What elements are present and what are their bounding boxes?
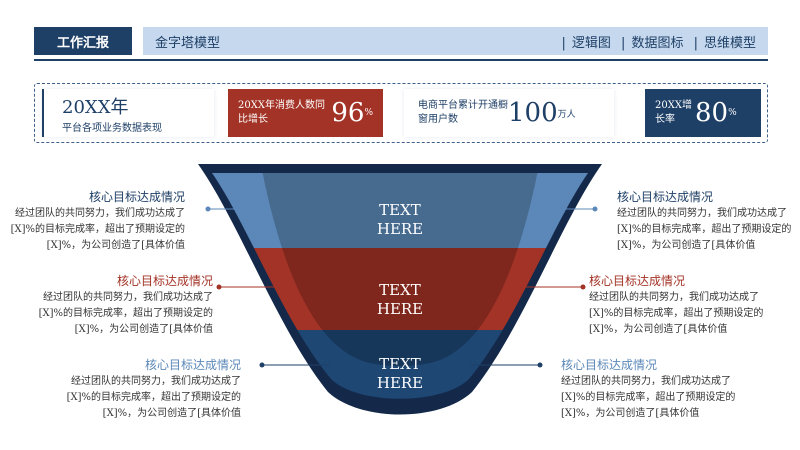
divider: [34, 59, 768, 61]
item-title: 核心目标达成情况: [561, 358, 658, 372]
nav-logic[interactable]: 逻辑图: [571, 35, 611, 51]
stat-value: 80: [695, 98, 729, 128]
stat-label: 20XX增长率: [655, 100, 692, 125]
item-line: 经过团队的共同努力，我们成功达成了: [43, 292, 213, 303]
item-line: [X]%的目标完成率，超出了预期设定的: [38, 308, 213, 319]
right-item-2: 核心目标达成情况 经过团队的共同努力，我们成功达成了 [X]%的目标完成率，超出了…: [589, 272, 789, 338]
layer-top-outer: [212, 173, 588, 248]
stat-card-growth: 20XX增长率 80%: [645, 89, 761, 137]
item-line: [X]%，为公司创造了[具体价值: [46, 240, 185, 251]
stats-frame: [34, 83, 768, 143]
nav: |逻辑图 |数据图标 |思维模型: [561, 35, 757, 51]
stat-label: 电商平台累计开通橱窗用户数: [418, 100, 508, 125]
item-title: 核心目标达成情况: [589, 274, 686, 288]
item-line: 经过团队的共同努力，我们成功达成了: [589, 292, 759, 303]
intro-year: 20XX年: [62, 96, 129, 118]
item-line: 经过团队的共同努力，我们成功达成了: [71, 376, 241, 387]
item-line: [X]%，为公司创造了[具体价值: [589, 324, 728, 335]
intro-desc: 平台各项业务数据表现: [62, 122, 162, 134]
item-line: [X]%的目标完成率，超出了预期设定的: [589, 308, 764, 319]
item-line: [X]%的目标完成率，超出了预期设定的: [617, 224, 792, 235]
item-line: 经过团队的共同努力，我们成功达成了: [617, 208, 787, 219]
stat-unit: %: [364, 108, 373, 118]
item-title: 核心目标达成情况: [88, 190, 185, 204]
item-line: [X]%，为公司创造了[具体价值: [102, 408, 241, 419]
stat-unit: 万人: [557, 109, 576, 120]
stat-value: 96: [331, 98, 365, 128]
item-line: [X]%，为公司创造了[具体价值: [617, 240, 756, 251]
item-line: 经过团队的共同努力，我们成功达成了: [15, 208, 185, 219]
item-line: [X]%的目标完成率，超出了预期设定的: [66, 392, 241, 403]
nav-data-chart[interactable]: 数据图标: [631, 35, 684, 51]
stat-label: 20XX年消费人数同比增长: [238, 100, 325, 125]
stat-value: 100: [508, 98, 558, 128]
right-item-1: 核心目标达成情况 经过团队的共同努力，我们成功达成了 [X]%的目标完成率，超出了…: [617, 188, 797, 254]
stat-card-consumers: 20XX年消费人数同比增长 96%: [228, 89, 383, 137]
item-line: 经过团队的共同努力，我们成功达成了: [561, 376, 731, 387]
item-title: 核心目标达成情况: [116, 274, 213, 288]
left-item-1: 核心目标达成情况 经过团队的共同努力，我们成功达成了 [X]%的目标完成率，超出了…: [0, 188, 185, 254]
page-title: 金字塔模型: [155, 35, 221, 51]
funnel-inner-shade: [262, 173, 538, 366]
intro-card: 20XX年 平台各项业务数据表现: [42, 89, 214, 137]
section-label: 工作汇报: [34, 27, 132, 55]
item-line: [X]%，为公司创造了[具体价值: [561, 408, 700, 419]
left-item-2: 核心目标达成情况 经过团队的共同努力，我们成功达成了 [X]%的目标完成率，超出了…: [0, 272, 213, 338]
left-item-3: 核心目标达成情况 经过团队的共同努力，我们成功达成了 [X]%的目标完成率，超出了…: [21, 356, 241, 422]
item-title: 核心目标达成情况: [617, 190, 714, 204]
item-line: [X]%的目标完成率，超出了预期设定的: [10, 224, 185, 235]
nav-mindmap[interactable]: 思维模型: [703, 35, 756, 51]
header-bar: 金字塔模型 |逻辑图 |数据图标 |思维模型: [143, 27, 768, 55]
right-item-3: 核心目标达成情况 经过团队的共同努力，我们成功达成了 [X]%的目标完成率，超出了…: [561, 356, 781, 422]
item-line: [X]%，为公司创造了[具体价值: [74, 324, 213, 335]
item-title: 核心目标达成情况: [144, 358, 241, 372]
item-line: [X]%的目标完成率，超出了预期设定的: [561, 392, 736, 403]
stat-unit: %: [728, 108, 737, 118]
